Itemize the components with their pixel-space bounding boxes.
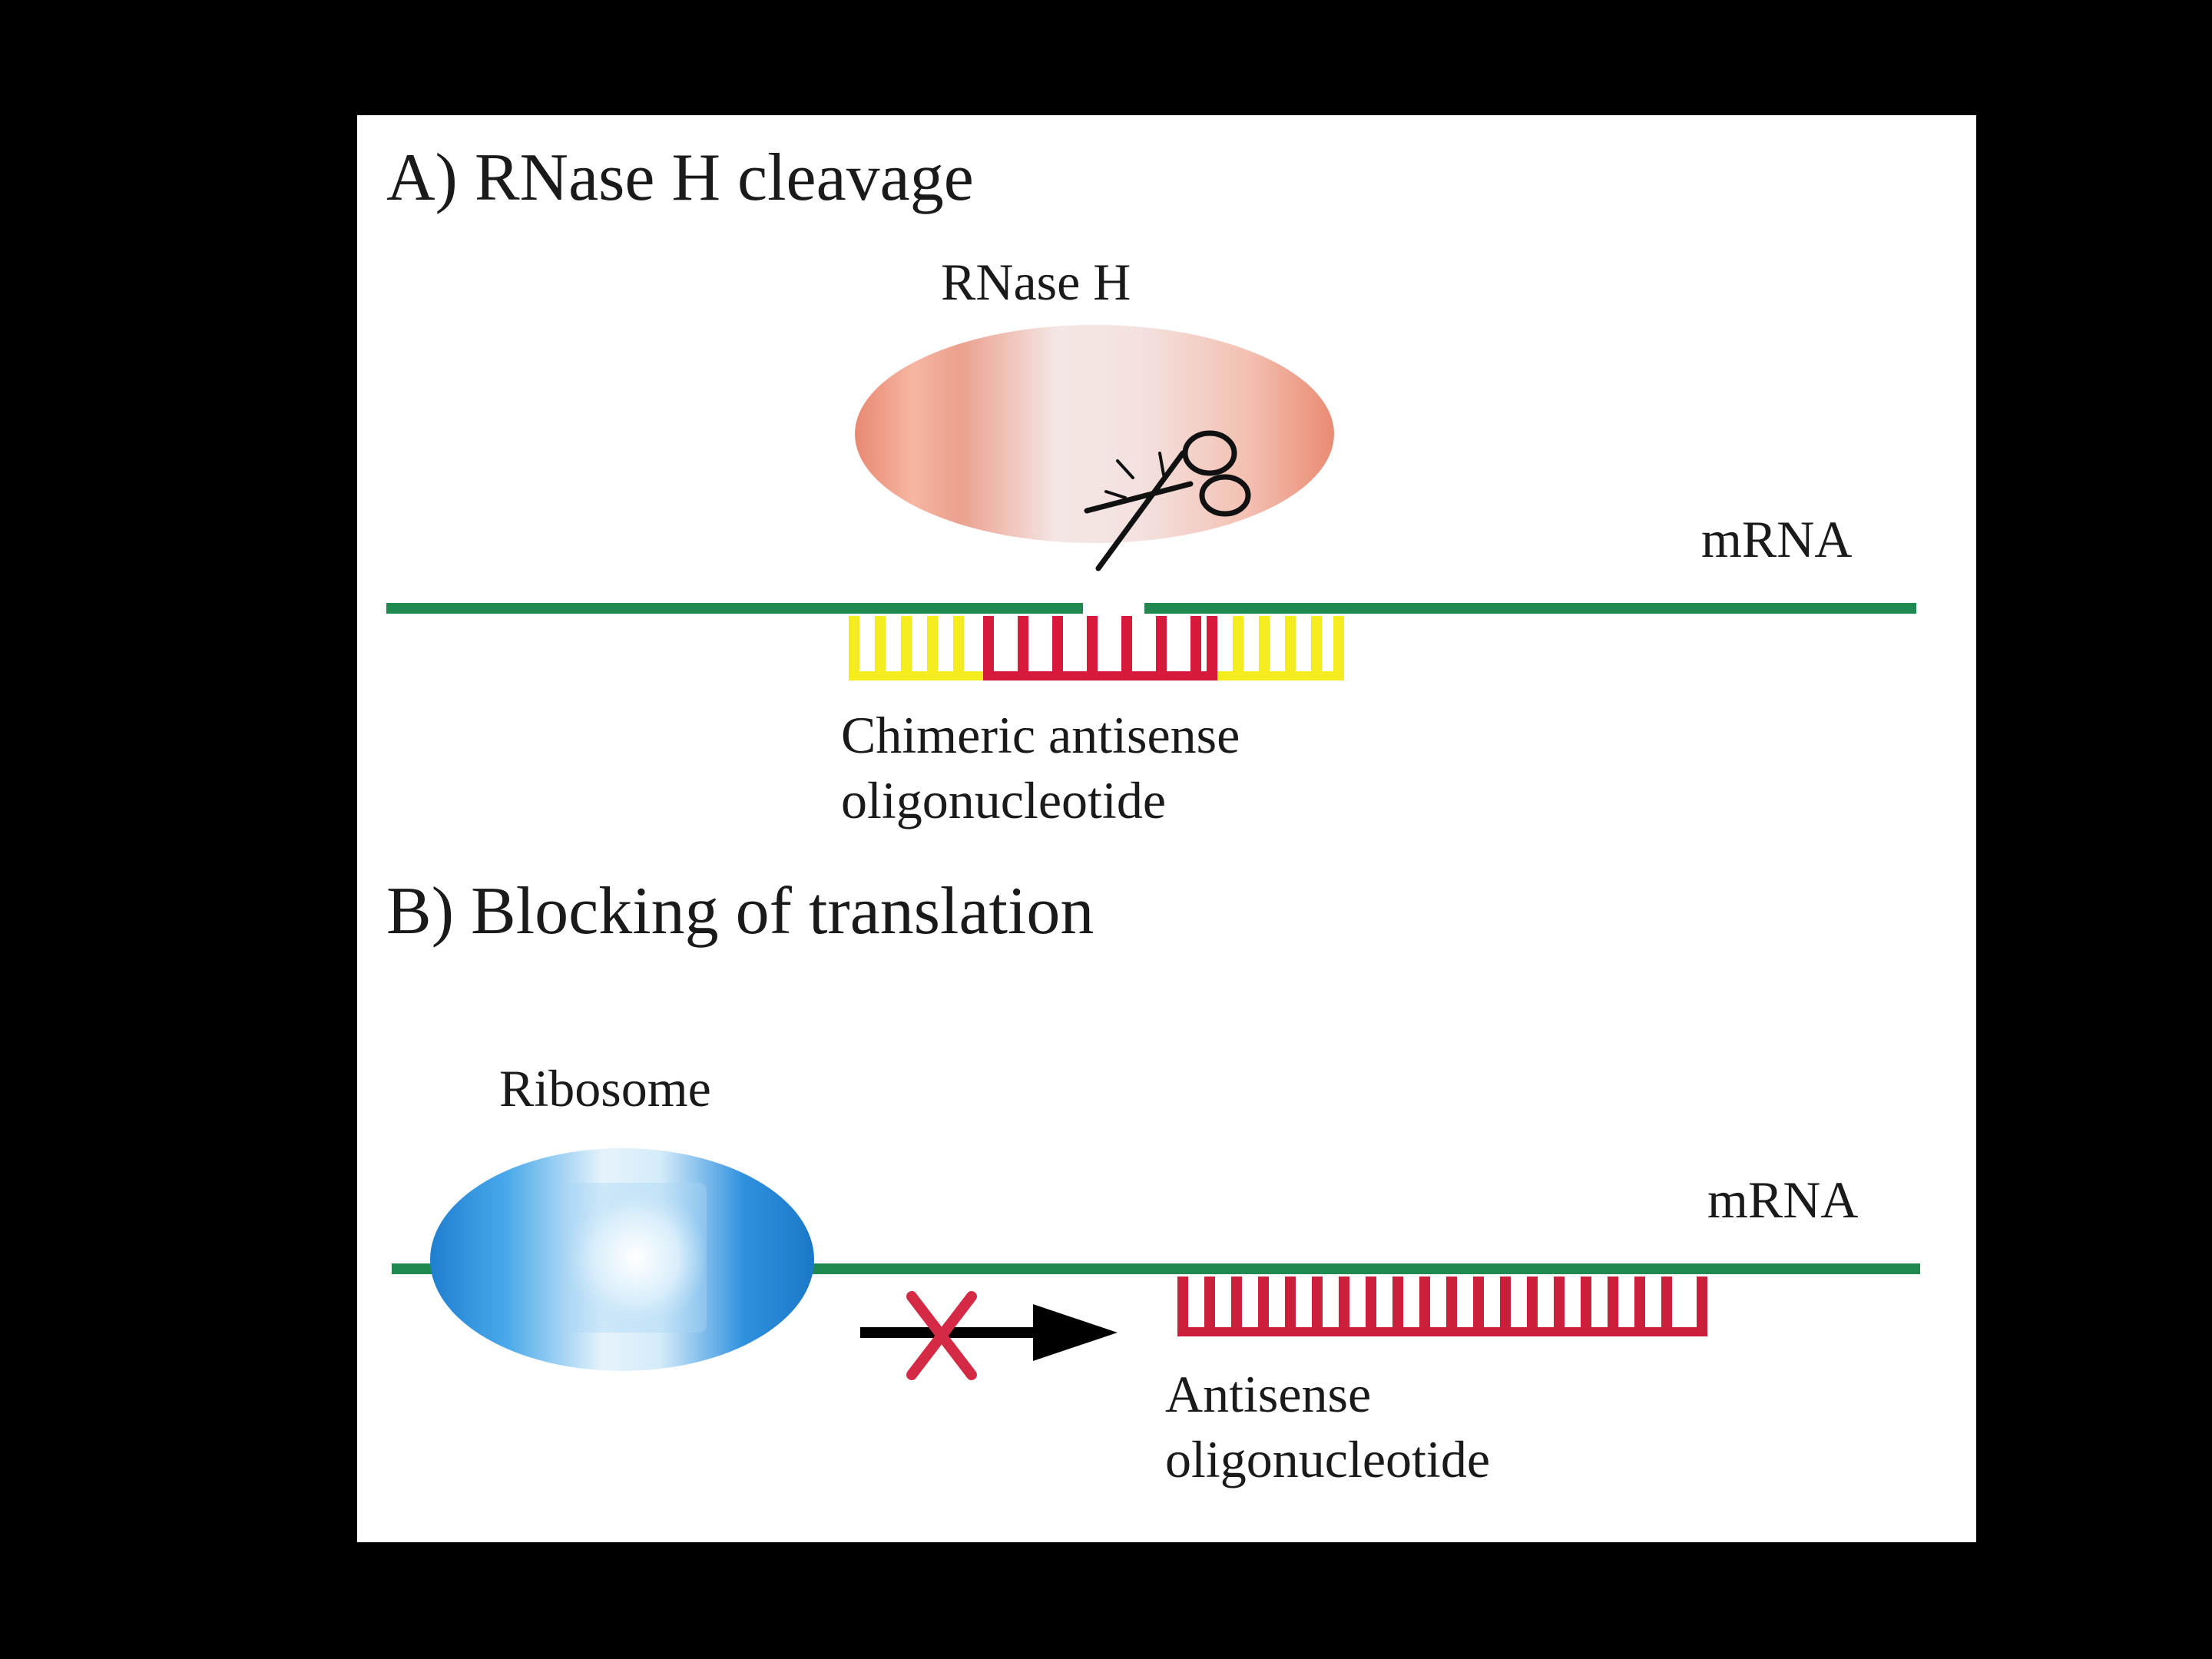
scissors-icon	[1084, 430, 1251, 571]
chimeric-oligonucleotide	[849, 616, 1344, 680]
panel-b-title: B) Blocking of translation	[386, 874, 1094, 949]
ribosome-label: Ribosome	[499, 1059, 711, 1118]
panel-a-title: A) RNase H cleavage	[386, 141, 974, 215]
antisense-label-line1: Antisense	[1165, 1365, 1371, 1423]
mrna-label-a: mRNA	[1701, 510, 1852, 568]
antisense-mechanism-diagram: A) RNase H cleavage RNase H mRNA	[386, 141, 1920, 1488]
ribosome	[430, 1148, 814, 1371]
panel-a: A) RNase H cleavage RNase H mRNA	[386, 141, 1916, 830]
panel-b: B) Blocking of translation Ribosome mRNA	[386, 874, 1920, 1488]
antisense-label-line2: oligonucleotide	[1165, 1430, 1490, 1488]
x-mark-icon	[906, 1291, 977, 1380]
mrna-label-b: mRNA	[1707, 1171, 1858, 1229]
chimeric-label-line1: Chimeric antisense	[841, 706, 1240, 764]
blocked-arrow-icon	[860, 1304, 1118, 1361]
chimeric-label-line2: oligonucleotide	[841, 771, 1166, 830]
antisense-oligonucleotide	[1177, 1277, 1707, 1336]
rnase-h-label: RNase H	[941, 253, 1131, 311]
rnase-h-enzyme	[855, 325, 1334, 543]
diagram-panel: A) RNase H cleavage RNase H mRNA	[357, 115, 1976, 1542]
